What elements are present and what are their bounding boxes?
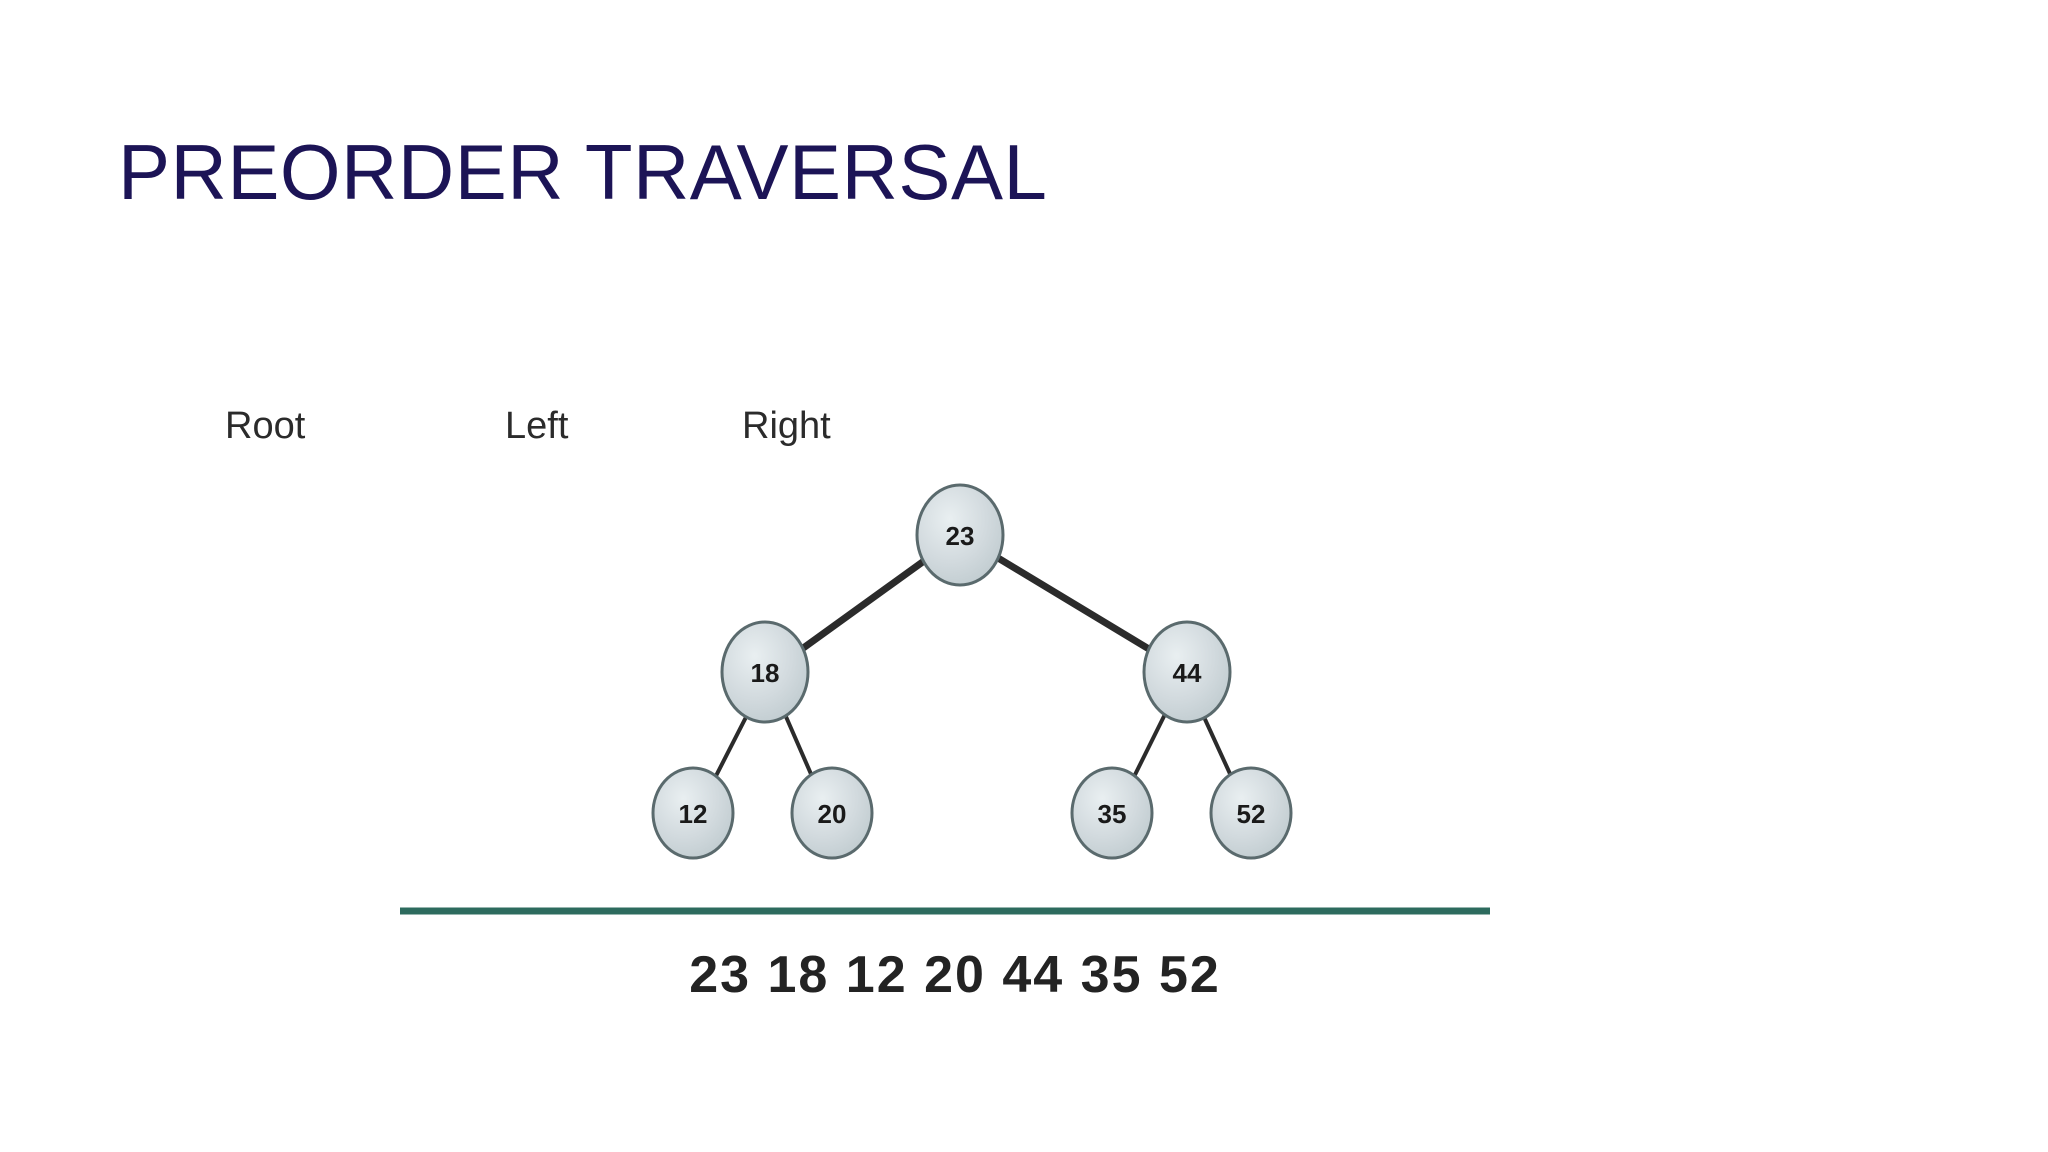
- tree-svg: 23 18 44 12 20: [400, 483, 1490, 915]
- node-circle: [1142, 620, 1232, 724]
- tree-node-12: 12: [651, 766, 735, 860]
- node-circle: [651, 766, 735, 860]
- node-label-35: 35: [1098, 799, 1127, 829]
- page-title: PREORDER TRAVERSAL: [118, 128, 1048, 216]
- node-label-18: 18: [751, 658, 780, 688]
- tree-node-44: 44: [1142, 620, 1232, 724]
- node-circle: [790, 766, 874, 860]
- tree-node-20: 20: [790, 766, 874, 860]
- label-root: Root: [225, 405, 306, 447]
- node-circle: [915, 483, 1005, 587]
- tree-node-root: 23: [915, 483, 1005, 587]
- tree-node-35: 35: [1070, 766, 1154, 860]
- node-label-44: 44: [1173, 658, 1202, 688]
- label-left: Left: [505, 405, 569, 447]
- node-circle: [720, 620, 810, 724]
- label-right: Right: [742, 405, 831, 447]
- node-label-52: 52: [1237, 799, 1266, 829]
- tree-node-52: 52: [1209, 766, 1293, 860]
- node-label-23: 23: [946, 521, 975, 551]
- binary-tree-diagram: 23 18 44 12 20: [400, 365, 1510, 1055]
- node-label-20: 20: [818, 799, 847, 829]
- node-circle: [1209, 766, 1293, 860]
- tree-node-18: 18: [720, 620, 810, 724]
- node-circle: [1070, 766, 1154, 860]
- node-label-12: 12: [679, 799, 708, 829]
